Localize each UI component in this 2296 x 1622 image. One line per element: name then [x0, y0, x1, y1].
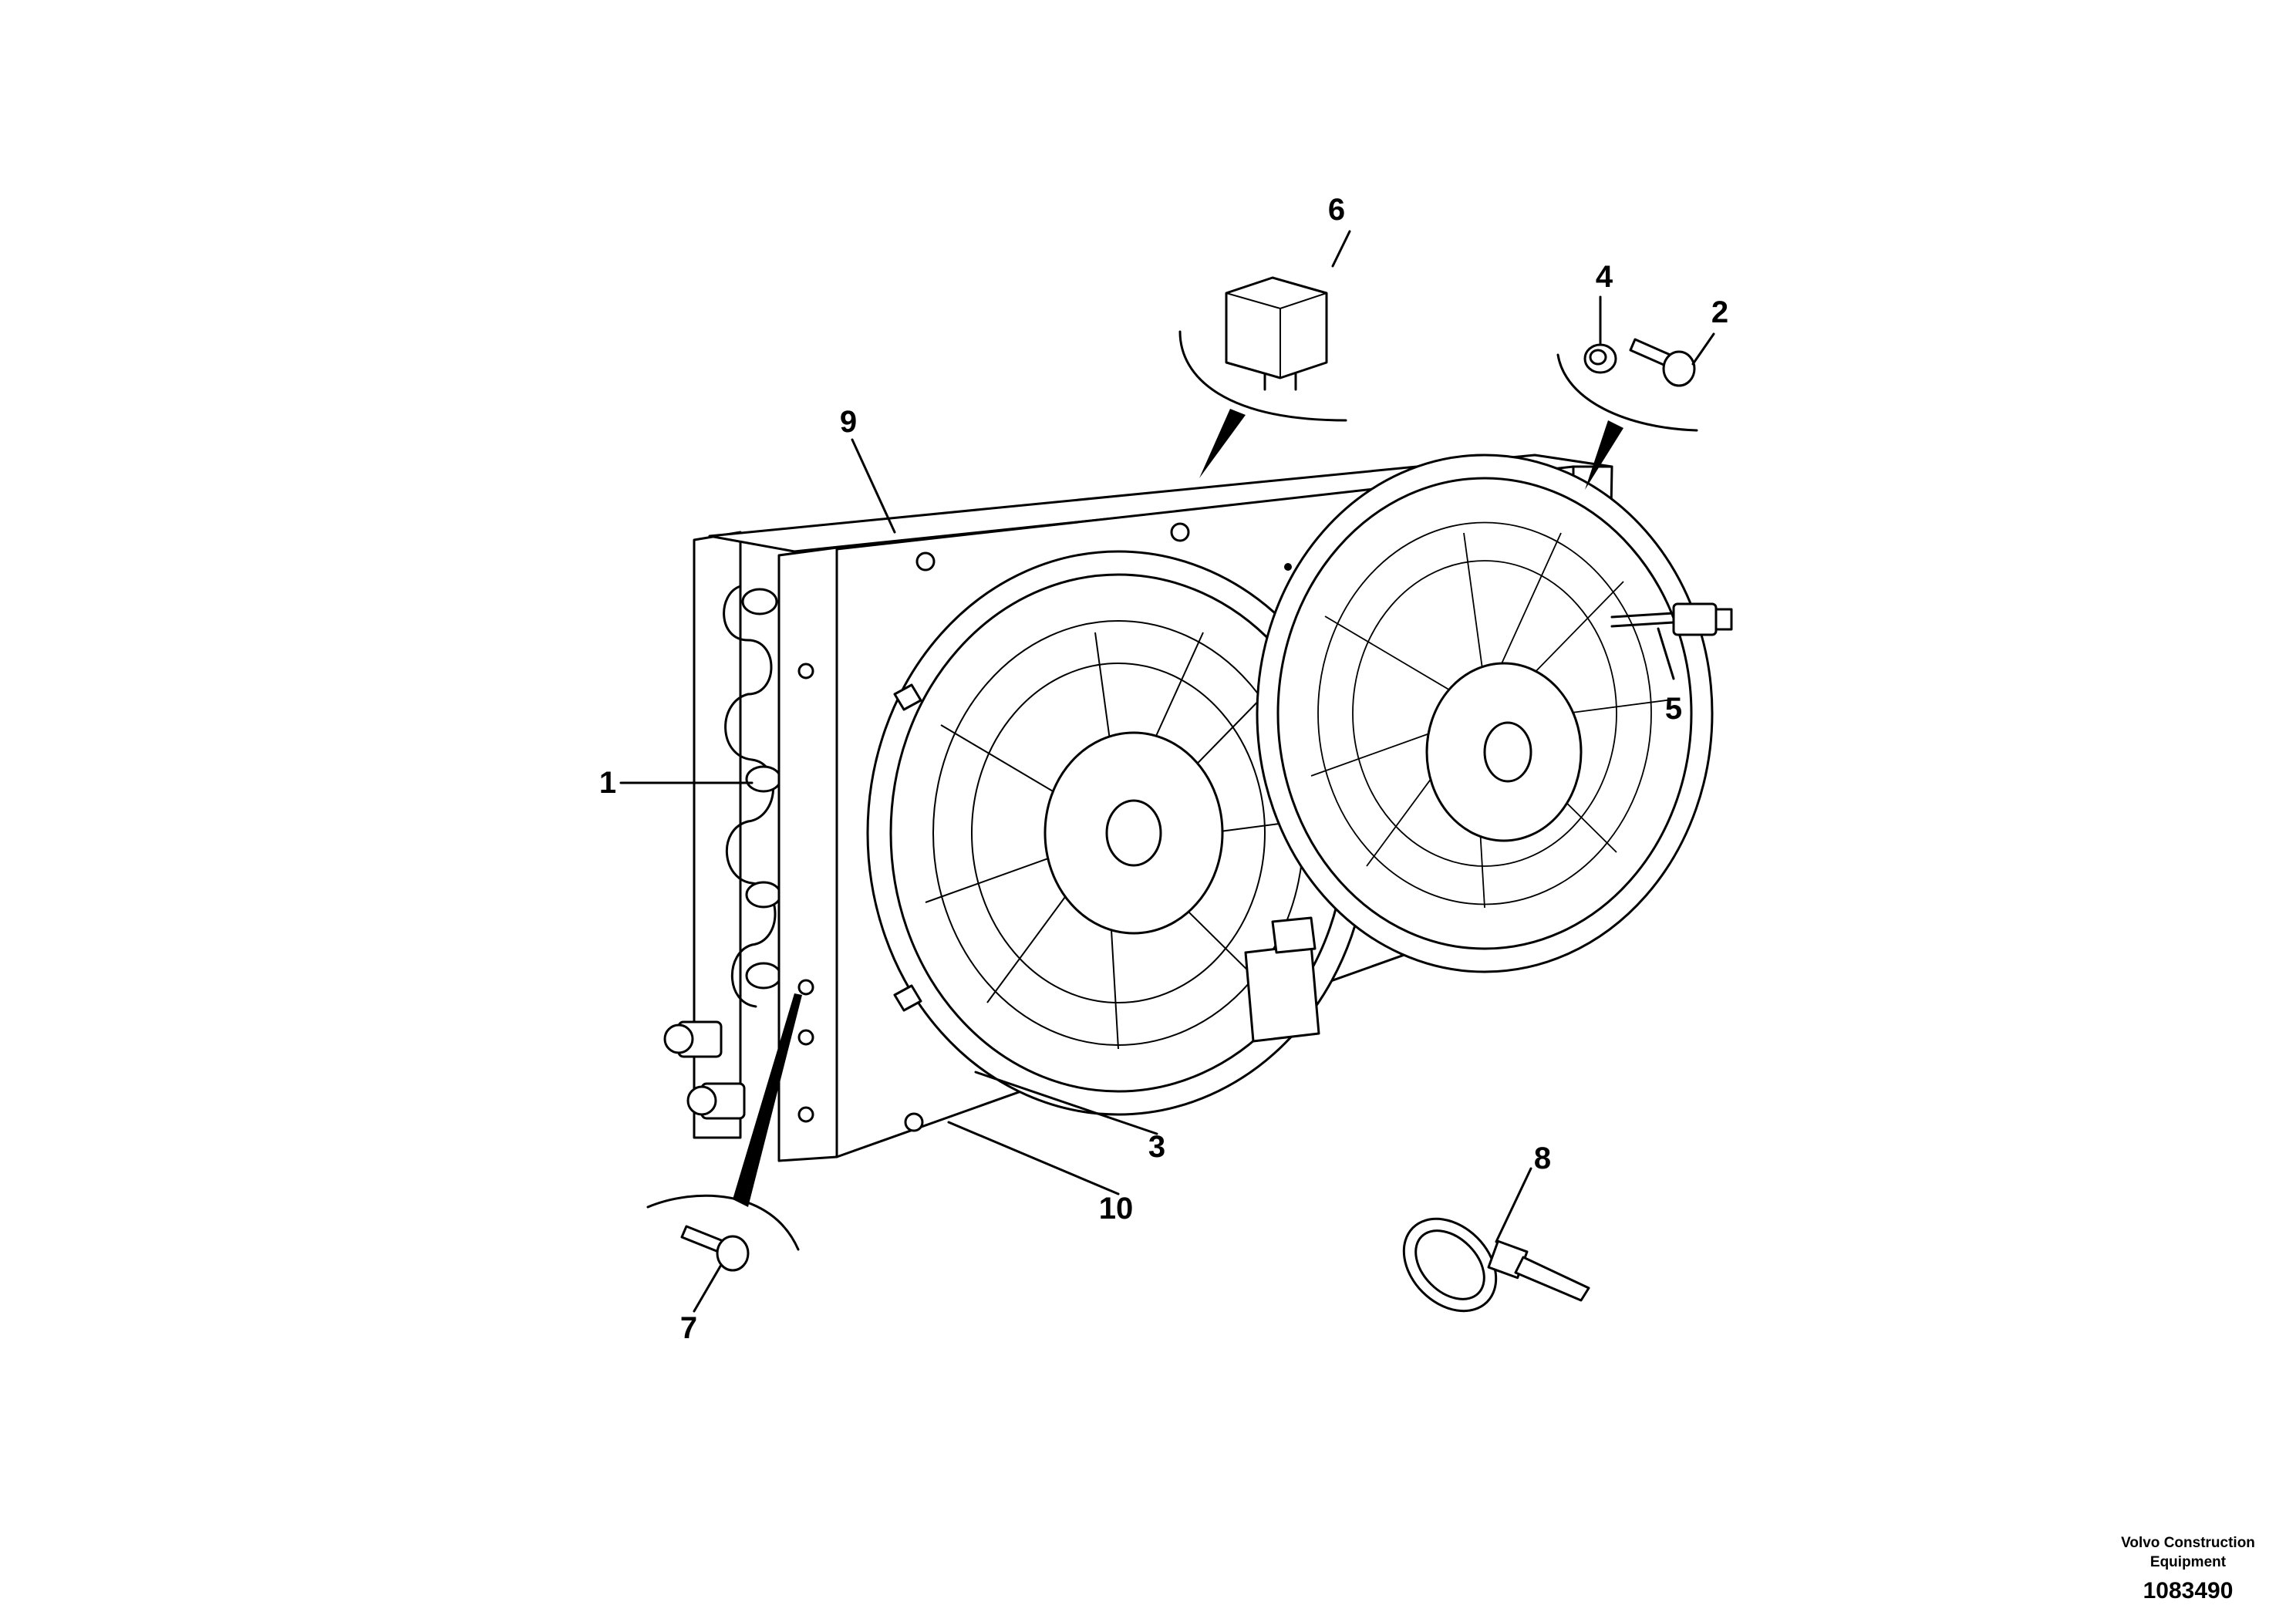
- relay: [1178, 276, 1347, 478]
- callout-5: 5: [1665, 692, 1682, 726]
- footer: Volvo Construction Equipment 1083490: [2121, 1535, 2255, 1603]
- callout-6: 6: [1328, 193, 1345, 227]
- callout-1: 1: [599, 766, 616, 800]
- callout-numbers: 1 2 3 4 5 6 7 8 9 10: [599, 193, 1728, 1345]
- fan-right: [1256, 454, 1714, 973]
- relay-leader-arrow: [1199, 409, 1246, 478]
- callout-9: 9: [840, 405, 857, 439]
- callout-7: 7: [680, 1311, 697, 1345]
- brand-line-1: Volvo Construction: [2121, 1535, 2255, 1551]
- fan-left: [866, 550, 1371, 1116]
- drawing-number: 1083490: [2143, 1578, 2234, 1603]
- condenser-tubes: [723, 585, 782, 1008]
- cable-tie: [1402, 1217, 1590, 1313]
- screw-leader-arrow: [733, 993, 802, 1207]
- screw-detail: [646, 993, 802, 1272]
- pipe-fittings: [663, 1020, 746, 1120]
- callout-4: 4: [1596, 260, 1613, 294]
- leader-lines: [619, 230, 1715, 1313]
- callout-10: 10: [1099, 1192, 1134, 1226]
- callout-3: 3: [1148, 1130, 1165, 1164]
- brand-line-2: Equipment: [2150, 1554, 2227, 1570]
- callout-8: 8: [1534, 1141, 1551, 1175]
- bolt-leader-arrow: [1585, 420, 1623, 490]
- fan-connector: [1244, 916, 1320, 1043]
- callout-2: 2: [1711, 295, 1728, 329]
- wiring-harness-connector: [1610, 602, 1733, 636]
- front-flange: [777, 546, 838, 1162]
- fastener-bolt-nut: [1556, 338, 1698, 490]
